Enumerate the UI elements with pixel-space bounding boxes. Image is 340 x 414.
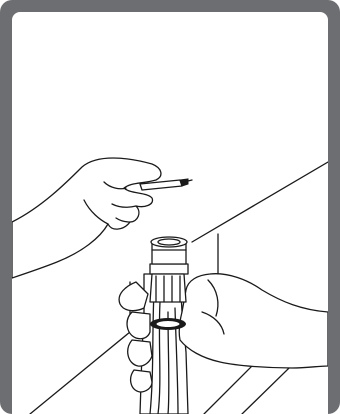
hose-connector <box>150 237 188 302</box>
hose-filter-illustration <box>12 12 328 414</box>
upper-hand <box>12 158 161 278</box>
illustration-panel <box>12 12 328 414</box>
seal-ring <box>150 318 186 330</box>
